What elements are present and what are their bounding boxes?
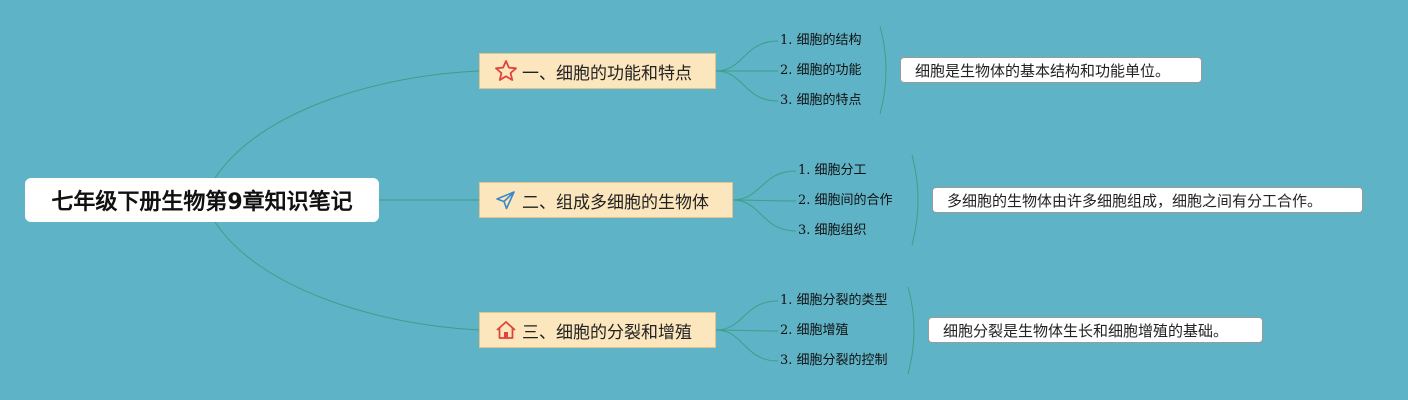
summary-bracket-2: [911, 154, 919, 246]
summary-note-1[interactable]: 细胞是生物体的基本结构和功能单位。: [900, 57, 1202, 83]
subtopic-1-2[interactable]: 2. 细胞的功能: [780, 63, 862, 78]
summary-note-text: 细胞是生物体的基本结构和功能单位。: [915, 61, 1171, 80]
branch-2-to-subtopic-3-connector: [732, 199, 797, 232]
house-icon: [494, 318, 518, 342]
branch-topic-1[interactable]: 一、细胞的功能和特点: [479, 53, 716, 89]
subtopic-2-3[interactable]: 3. 细胞组织: [798, 223, 867, 238]
subtopic-2-2[interactable]: 2. 细胞间的合作: [798, 193, 893, 208]
summary-note-text: 多细胞的生物体由许多细胞组成，细胞之间有分工合作。: [947, 191, 1323, 210]
branch-topic-3[interactable]: 三、细胞的分裂和增殖: [479, 312, 716, 348]
branch-3-to-subtopic-3-connector: [715, 329, 779, 362]
summary-note-3[interactable]: 细胞分裂是生物体生长和细胞增殖的基础。: [928, 317, 1263, 343]
subtopic-1-1[interactable]: 1. 细胞的结构: [780, 33, 862, 48]
branch-topic-2[interactable]: 二、组成多细胞的生物体: [479, 182, 733, 218]
subtopic-3-2[interactable]: 2. 细胞增殖: [780, 323, 849, 338]
root-topic-label: 七年级下册生物第9章知识笔记: [51, 190, 353, 215]
branch-1-to-subtopic-3-connector: [715, 70, 779, 102]
root-to-branch-3-connector: [214, 221, 480, 331]
root-to-branch-1-connector: [214, 70, 480, 179]
summary-note-text: 细胞分裂是生物体生长和细胞增殖的基础。: [943, 321, 1229, 340]
branch-3-to-subtopic-1-connector: [715, 300, 779, 331]
paper-plane-icon: [494, 188, 518, 212]
subtopic-2-1[interactable]: 1. 细胞分工: [798, 163, 867, 178]
branch-1-to-subtopic-1-connector: [715, 40, 779, 72]
summary-bracket-3: [907, 286, 915, 375]
star-icon: [494, 59, 518, 83]
branch-3-to-subtopic-2-connector: [715, 329, 779, 332]
branch-topic-label: 二、组成多细胞的生物体: [522, 192, 709, 213]
branch-2-to-subtopic-1-connector: [732, 170, 797, 201]
root-topic[interactable]: 七年级下册生物第9章知识笔记: [25, 178, 379, 222]
summary-bracket-1: [879, 25, 887, 115]
subtopic-3-3[interactable]: 3. 细胞分裂的控制: [780, 353, 888, 368]
branch-topic-label: 一、细胞的功能和特点: [522, 63, 692, 84]
branch-2-to-subtopic-2-connector: [732, 199, 797, 202]
subtopic-1-3[interactable]: 3. 细胞的特点: [780, 93, 862, 108]
summary-note-2[interactable]: 多细胞的生物体由许多细胞组成，细胞之间有分工合作。: [932, 187, 1363, 213]
branch-topic-label: 三、细胞的分裂和增殖: [522, 322, 692, 343]
subtopic-3-1[interactable]: 1. 细胞分裂的类型: [780, 293, 888, 308]
